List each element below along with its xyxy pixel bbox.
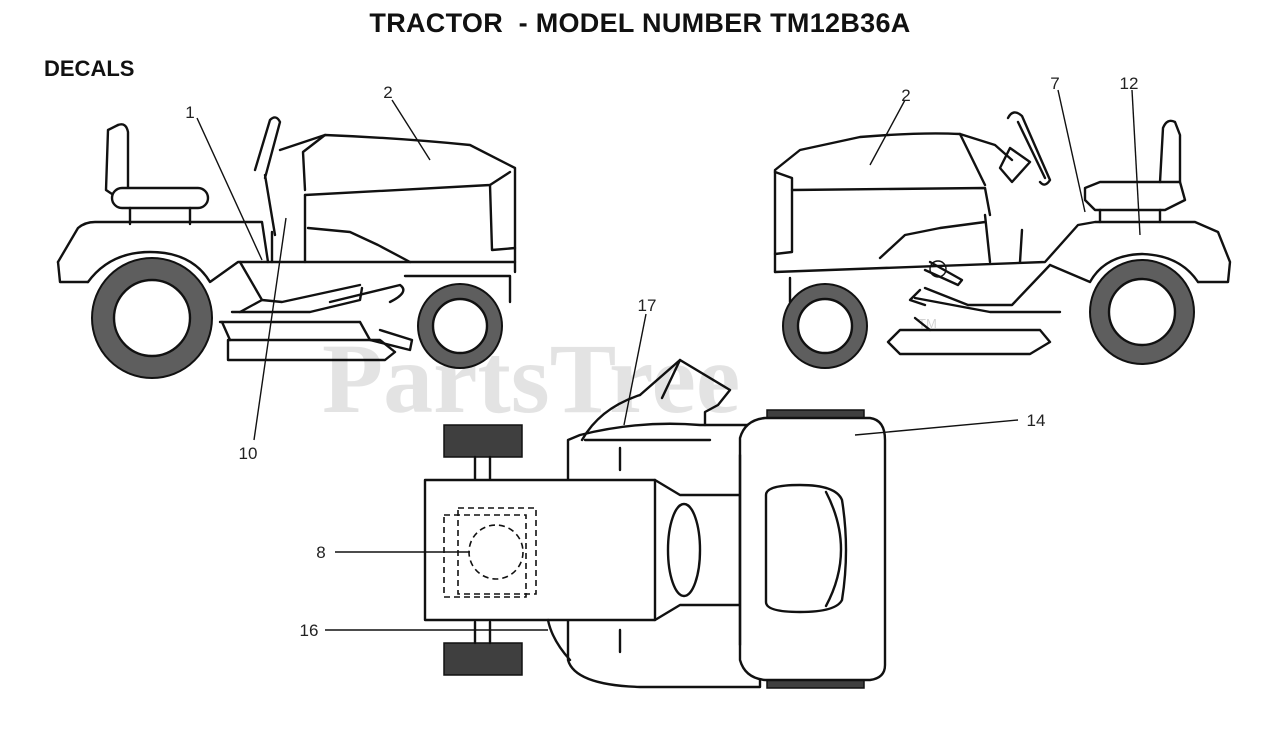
callout-2-left: 2 — [383, 83, 392, 102]
leader-lines — [196, 89, 1141, 631]
section-heading: DECALS — [44, 56, 135, 81]
watermark: PartsTree TM — [322, 316, 937, 434]
watermark-trademark: TM — [918, 316, 937, 331]
diagram-title: TRACTOR - MODEL NUMBER TM12B36A — [369, 8, 911, 38]
callout-7: 7 — [1050, 74, 1059, 93]
watermark-text: PartsTree — [322, 323, 740, 434]
callout-2-right: 2 — [901, 86, 910, 105]
callout-17: 17 — [638, 296, 657, 315]
callout-10: 10 — [239, 444, 258, 463]
callout-14: 14 — [1027, 411, 1046, 430]
callout-1-left: 1 — [185, 103, 194, 122]
left-side-view-tractor — [56, 116, 517, 379]
callout-8: 8 — [316, 543, 325, 562]
top-view-tractor — [423, 358, 887, 689]
right-side-view-tractor — [773, 111, 1232, 369]
callout-numbers: 1 2 10 2 7 12 17 14 8 16 — [185, 74, 1138, 640]
callout-12: 12 — [1120, 74, 1139, 93]
callout-16: 16 — [300, 621, 319, 640]
